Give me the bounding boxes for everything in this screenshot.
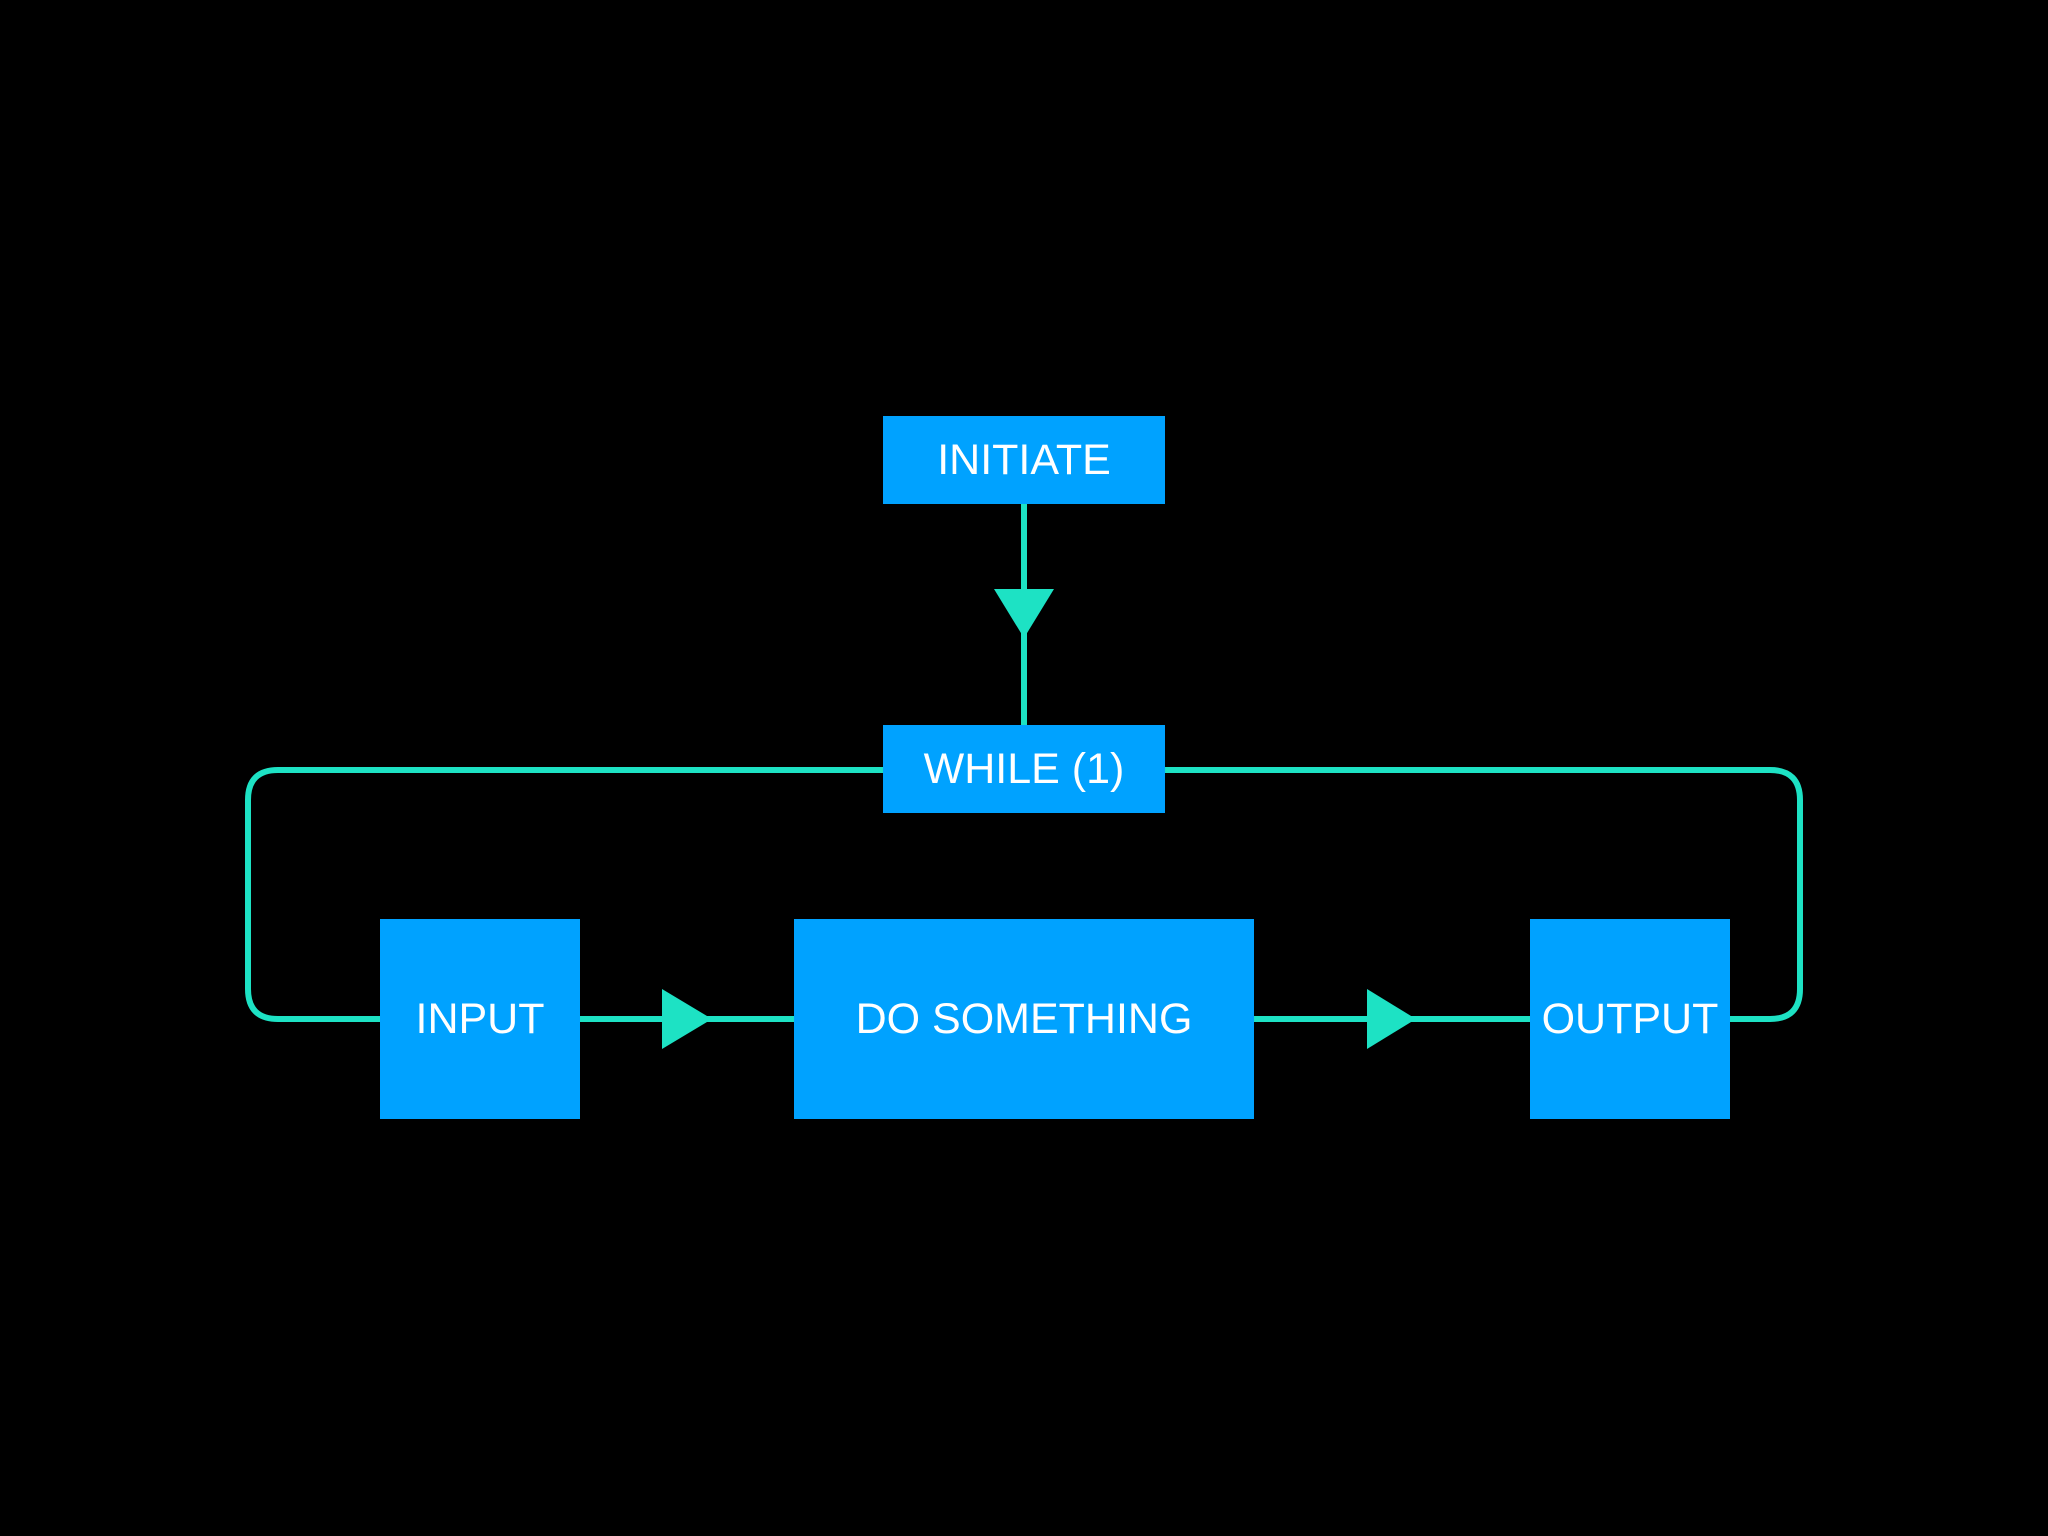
connector-while-loop-left	[245, 767, 883, 1022]
output-node-label: OUTPUT	[1541, 994, 1719, 1043]
connector-output-loop-right	[1165, 767, 1803, 1022]
while-loop-node: WHILE (1)	[883, 725, 1165, 813]
do-something-node: DO SOMETHING	[794, 919, 1254, 1119]
output-node: OUTPUT	[1530, 919, 1730, 1119]
input-node-label: INPUT	[415, 994, 545, 1043]
while-loop-node-label: WHILE (1)	[923, 744, 1125, 793]
initiate-node: INITIATE	[883, 416, 1165, 504]
do-something-node-label: DO SOMETHING	[855, 994, 1193, 1043]
arrow-right-icon	[1367, 989, 1416, 1049]
arrow-down-icon	[994, 589, 1054, 638]
input-node: INPUT	[380, 919, 580, 1119]
arrow-right-icon	[662, 989, 712, 1049]
initiate-node-label: INITIATE	[937, 435, 1111, 484]
